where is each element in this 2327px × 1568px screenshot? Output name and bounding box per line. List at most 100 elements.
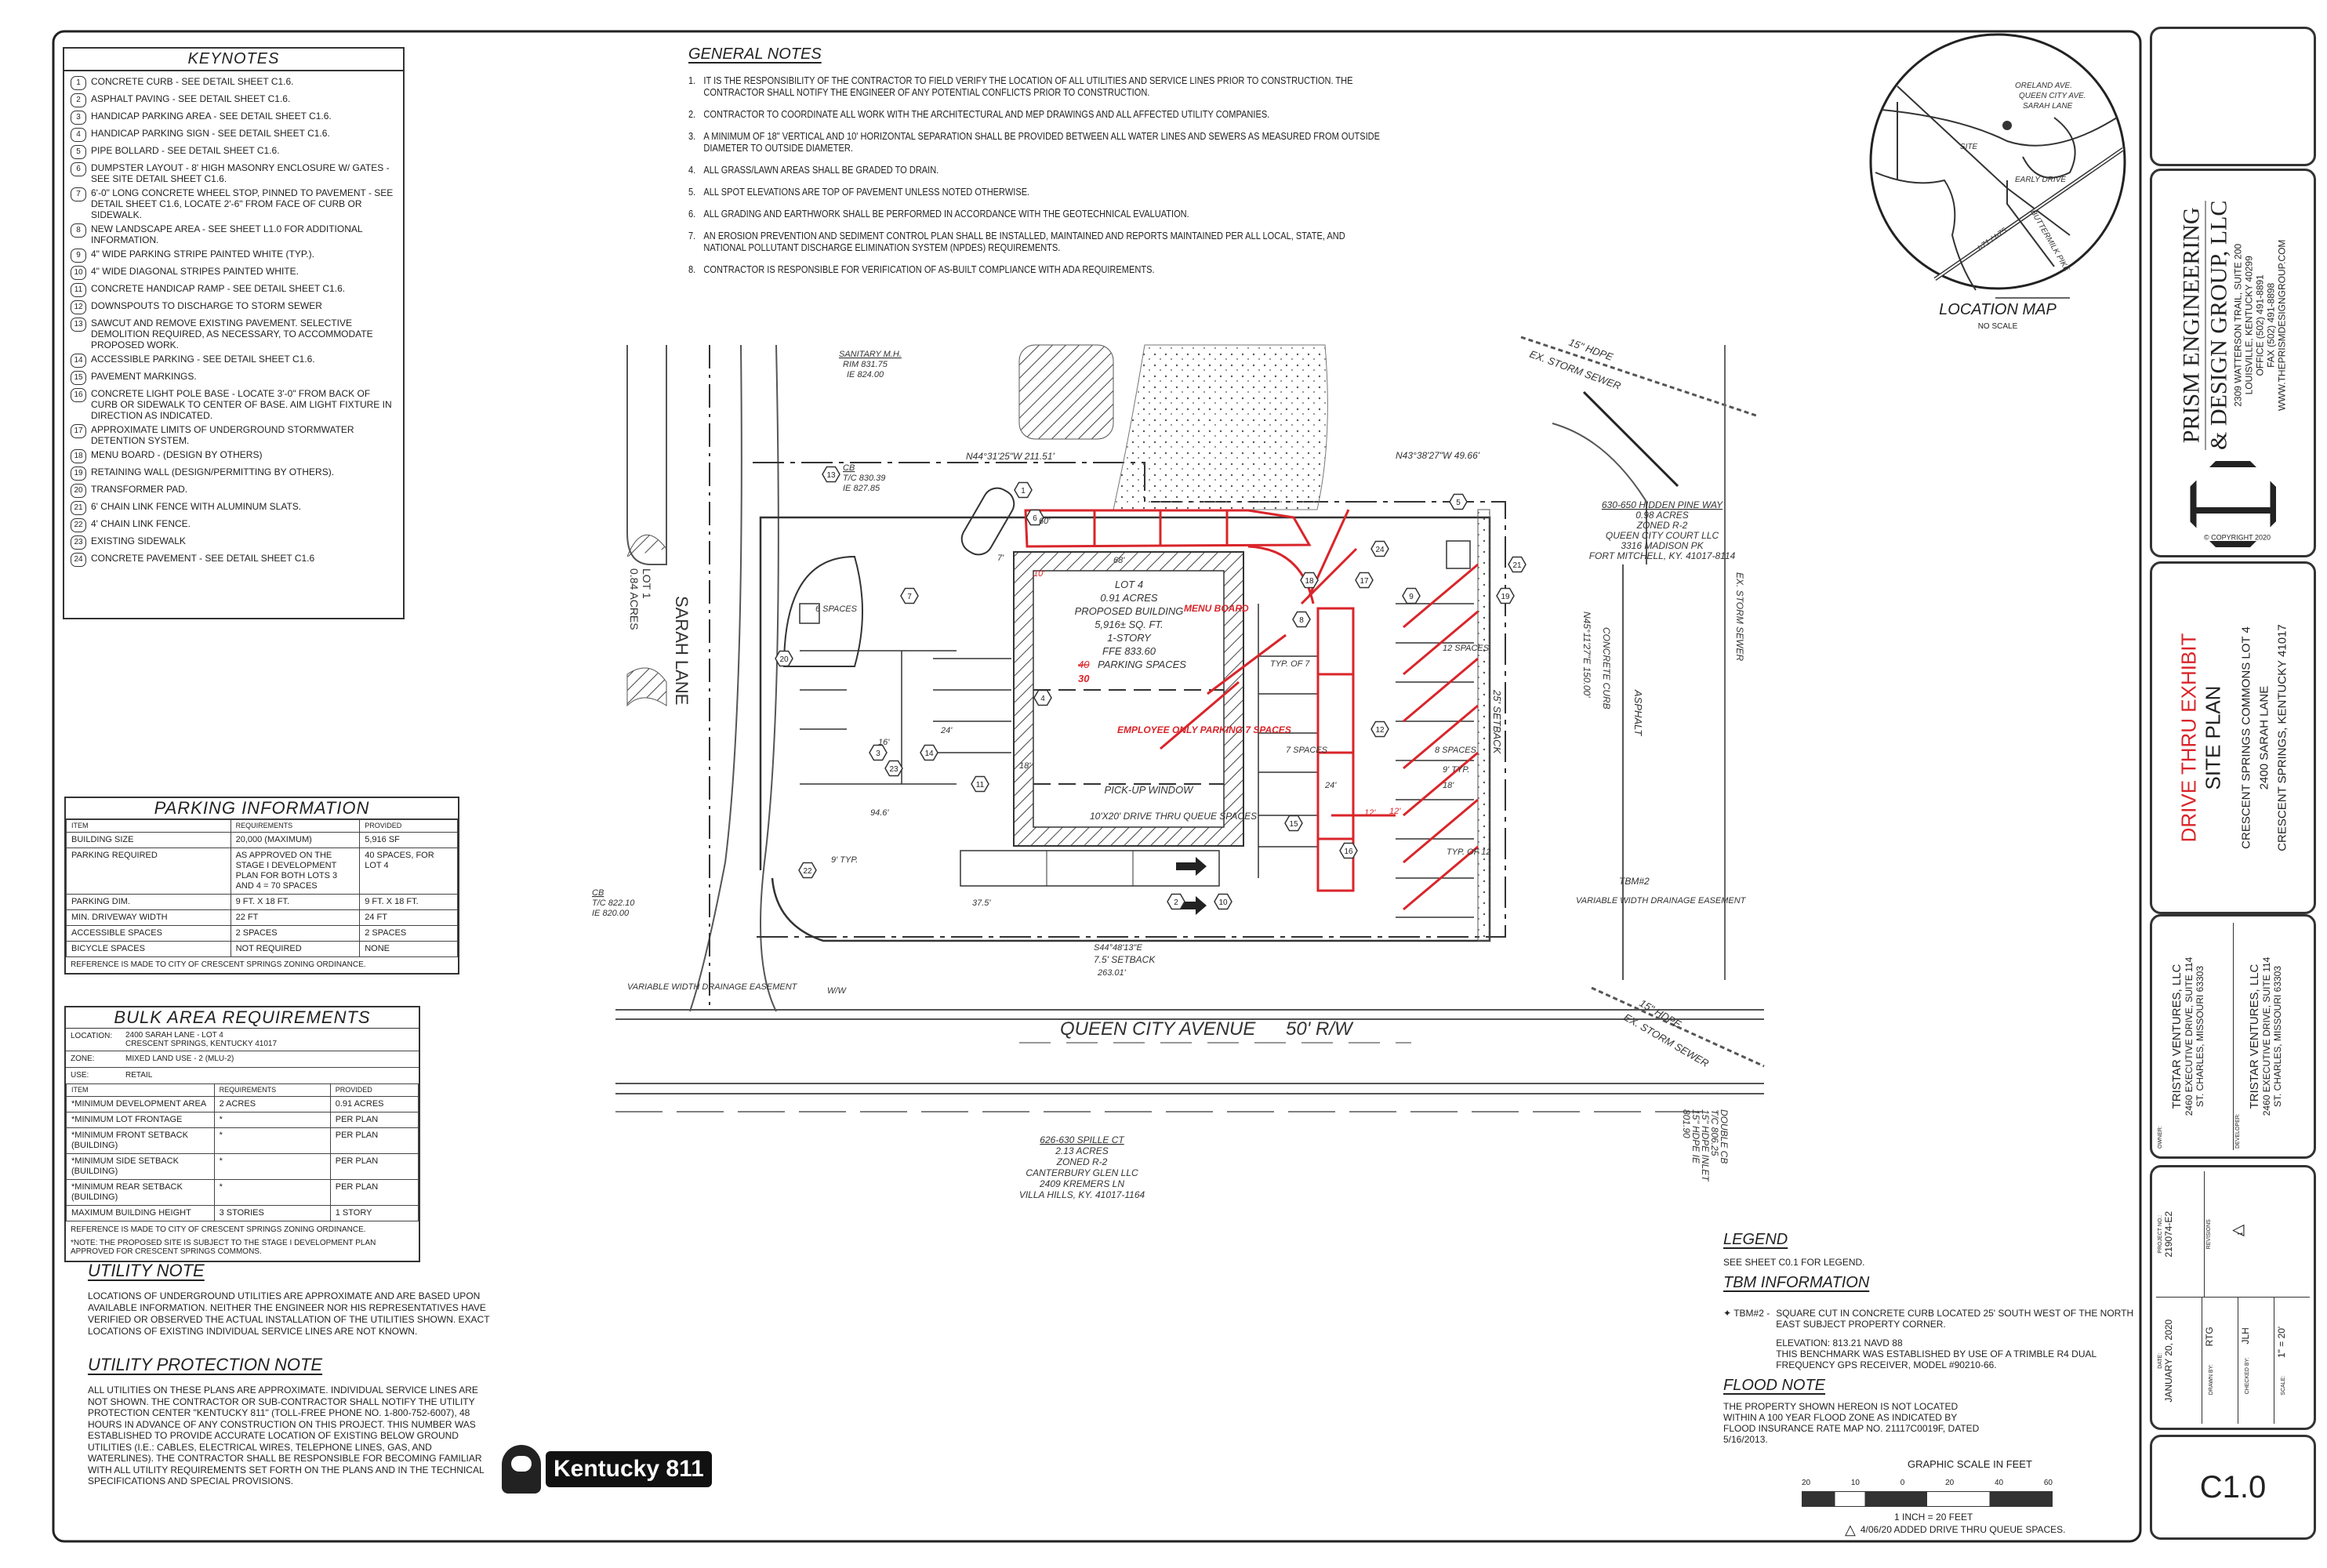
table-row: *MINIMUM SIDE SETBACK (BUILDING)*PER PLA… [66, 1153, 419, 1180]
keynote-text: HANDICAP PARKING AREA - SEE DETAIL SHEET… [91, 111, 332, 122]
firm-address-1: 2309 WATTERSON TRAIL, SUITE 200 [2232, 243, 2244, 407]
table-row: *MINIMUM REAR SETBACK (BUILDING)*PER PLA… [66, 1179, 419, 1206]
dimension-label: 7 SPACES [1286, 746, 1328, 755]
svg-text:12: 12 [1375, 726, 1385, 735]
table-cell: PARKING REQUIRED [66, 848, 231, 895]
cb2-tc: T/C 822.10 [592, 898, 635, 908]
keynote-callout: 13 [822, 466, 840, 483]
keynote-callout: 7 [900, 587, 919, 604]
svg-text:2: 2 [1174, 898, 1178, 907]
general-note-number: 1. [688, 74, 696, 86]
svg-text:2409 KREMERS LN: 2409 KREMERS LN [1039, 1178, 1124, 1189]
sheet-type: DRIVE THRU EXHIBIT [2176, 633, 2201, 843]
culvert-notes: DOUBLE CB T/C 806.25 15" HDPE INLET 15" … [1681, 1109, 1730, 1182]
general-notes-title: GENERAL NOTES [688, 45, 822, 63]
legend-notes: LEGEND SEE SHEET C0.1 FOR LEGEND. TBM IN… [1723, 1231, 2135, 1537]
scale-tick: 60 [2043, 1479, 2053, 1487]
table-cell: PARKING DIM. [66, 894, 231, 910]
sanitary-rim: RIM 831.75 [843, 360, 888, 369]
table-header-cell: REQUIREMENTS [230, 819, 361, 833]
flood-note-text: THE PROPERTY SHOWN HEREON IS NOT LOCATED… [1723, 1401, 1980, 1445]
project-name: CRESCENT SPRINGS COMMONS LOT 4 [2239, 626, 2253, 849]
bulk-use-label: USE: [71, 1071, 89, 1080]
scale-ratio: 1 INCH = 20 FEET [1894, 1512, 1973, 1523]
svg-text:14: 14 [924, 750, 934, 758]
keynote-number: 7 [71, 187, 86, 201]
keynote-number: 11 [71, 283, 86, 297]
general-note-item: 7.AN EROSION PREVENTION AND SEDIMENT CON… [688, 230, 1381, 253]
legend-text: SEE SHEET C0.1 FOR LEGEND. [1723, 1257, 1865, 1268]
svg-text:VILLA HILLS, KY. 41017-1164: VILLA HILLS, KY. 41017-1164 [1019, 1189, 1145, 1200]
svg-text:5: 5 [1456, 499, 1461, 507]
dimension-label: 16' [878, 738, 890, 747]
utility-note-title: UTILITY NOTE [88, 1261, 205, 1280]
location-map-scale: NO SCALE [1977, 322, 2018, 331]
keynote-number: 19 [71, 466, 86, 481]
keynote-text: 4" WIDE DIAGONAL STRIPES PAINTED WHITE. [91, 266, 299, 277]
keynote-number: 6 [71, 162, 86, 176]
dimension-label: 9' TYP. [831, 855, 858, 865]
table-header-cell: PROVIDED [329, 1083, 419, 1097]
svg-text:13: 13 [826, 471, 836, 480]
dimension-label: 60' [1039, 517, 1051, 526]
svg-text:SITE: SITE [1960, 143, 1978, 151]
keynote-text: 4' CHAIN LINK FENCE. [91, 518, 191, 529]
setback-25: 25' SETBACK [1491, 689, 1503, 755]
dimension-label: 9' TYP. [1443, 765, 1469, 775]
table-cell: *MINIMUM SIDE SETBACK (BUILDING) [66, 1153, 215, 1180]
keynote-callout: 5 [1449, 493, 1468, 510]
utility-notes: UTILITY NOTE LOCATIONS OF UNDERGROUND UT… [88, 1261, 496, 1487]
keynote-callout: 3 [869, 744, 888, 761]
developer-name: TRISTAR VENTURES, LLC [2247, 964, 2261, 1109]
scale-cell: SCALE: 1" = 20' [2275, 1326, 2287, 1396]
sarah-lane-label: SARAH LANE [672, 596, 692, 705]
table-cell: 9 FT. X 18 FT. [359, 894, 458, 910]
parking-title: PARKING INFORMATION [66, 798, 458, 819]
benchmark-icon: ✦ [1723, 1308, 1732, 1319]
keynote-text: 4" WIDE PARKING STRIPE PAINTED WHITE (TY… [91, 249, 314, 260]
svg-text:801.90: 801.90 [1681, 1109, 1692, 1138]
bulk-use: RETAIL [125, 1071, 153, 1080]
table-cell: * [213, 1127, 331, 1154]
general-note-item: 5.ALL SPOT ELEVATIONS ARE TOP OF PAVEMEN… [688, 186, 1381, 198]
keynote-callout: 6 [1026, 509, 1044, 526]
neighbor-ne: 630-650 HIDDEN PINE WAY 0.98 ACRES ZONED… [1589, 499, 1736, 561]
svg-text:7: 7 [907, 593, 912, 601]
keynotes-title: KEYNOTES [64, 49, 403, 71]
asphalt-label: ASPHALT [1632, 689, 1644, 736]
svg-text:CANTERBURY GLEN LLC: CANTERBURY GLEN LLC [1026, 1167, 1138, 1178]
developer-label: DEVELOPER: [2234, 1113, 2241, 1149]
general-note-number: 3. [688, 130, 696, 142]
date-value: JANUARY 20, 2020 [2163, 1319, 2174, 1403]
building-sqft: 5,916± SQ. FT. [1095, 619, 1164, 630]
keynote-callout: 21 [1508, 556, 1527, 573]
table-cell: PER PLAN [329, 1179, 419, 1206]
svg-text:630-650 HIDDEN PINE WAY: 630-650 HIDDEN PINE WAY [1602, 499, 1723, 510]
keynote-text: SAWCUT AND REMOVE EXISTING PAVEMENT. SEL… [91, 318, 373, 350]
utility-note-text: LOCATIONS OF UNDERGROUND UTILITIES ARE A… [88, 1290, 490, 1337]
keynote-number: 20 [71, 484, 86, 498]
location-map-labels: ORELAND AVE. QUEEN CITY AVE. SARAH LANE … [1960, 82, 2086, 274]
project-city: CRESCENT SPRINGS, KENTUCKY 41017 [2275, 624, 2289, 851]
svg-text:15" HDPE INLET: 15" HDPE INLET [1700, 1109, 1711, 1182]
table-cell: 5,916 SF [359, 832, 458, 848]
svg-text:3: 3 [876, 750, 880, 758]
keynote-number: 8 [71, 223, 86, 238]
